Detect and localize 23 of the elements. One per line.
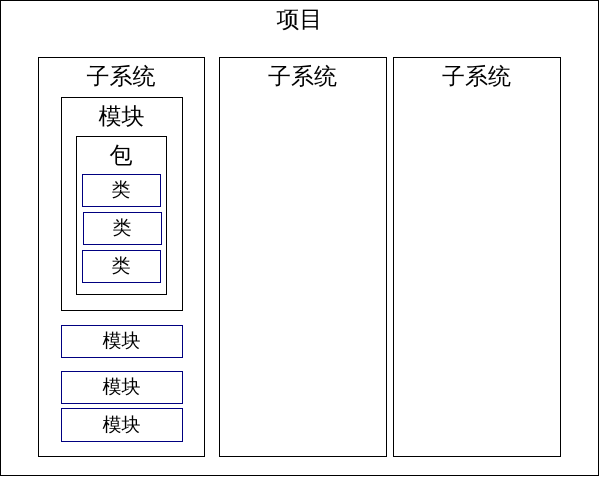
heading: 模块 <box>98 102 144 130</box>
heading: 包 <box>110 142 132 170</box>
label: 类 <box>112 217 132 239</box>
container-box <box>60 96 182 310</box>
item-box <box>60 408 182 442</box>
label: 模块 <box>102 330 140 352</box>
item-box <box>82 174 160 206</box>
item-box <box>60 324 182 358</box>
label: 类 <box>112 179 130 201</box>
label: 模块 <box>102 414 140 436</box>
item-box <box>60 370 182 404</box>
container-box <box>392 56 560 456</box>
container-box <box>38 56 204 456</box>
heading: 子系统 <box>86 62 156 90</box>
heading: 子系统 <box>268 62 337 90</box>
item-box <box>82 212 162 244</box>
label: 模块 <box>102 376 140 398</box>
heading: 子系统 <box>442 62 511 90</box>
container-box <box>76 136 166 294</box>
label: 类 <box>112 255 130 277</box>
heading: 项目 <box>276 6 322 34</box>
container-box <box>218 56 386 456</box>
item-box <box>82 250 160 282</box>
